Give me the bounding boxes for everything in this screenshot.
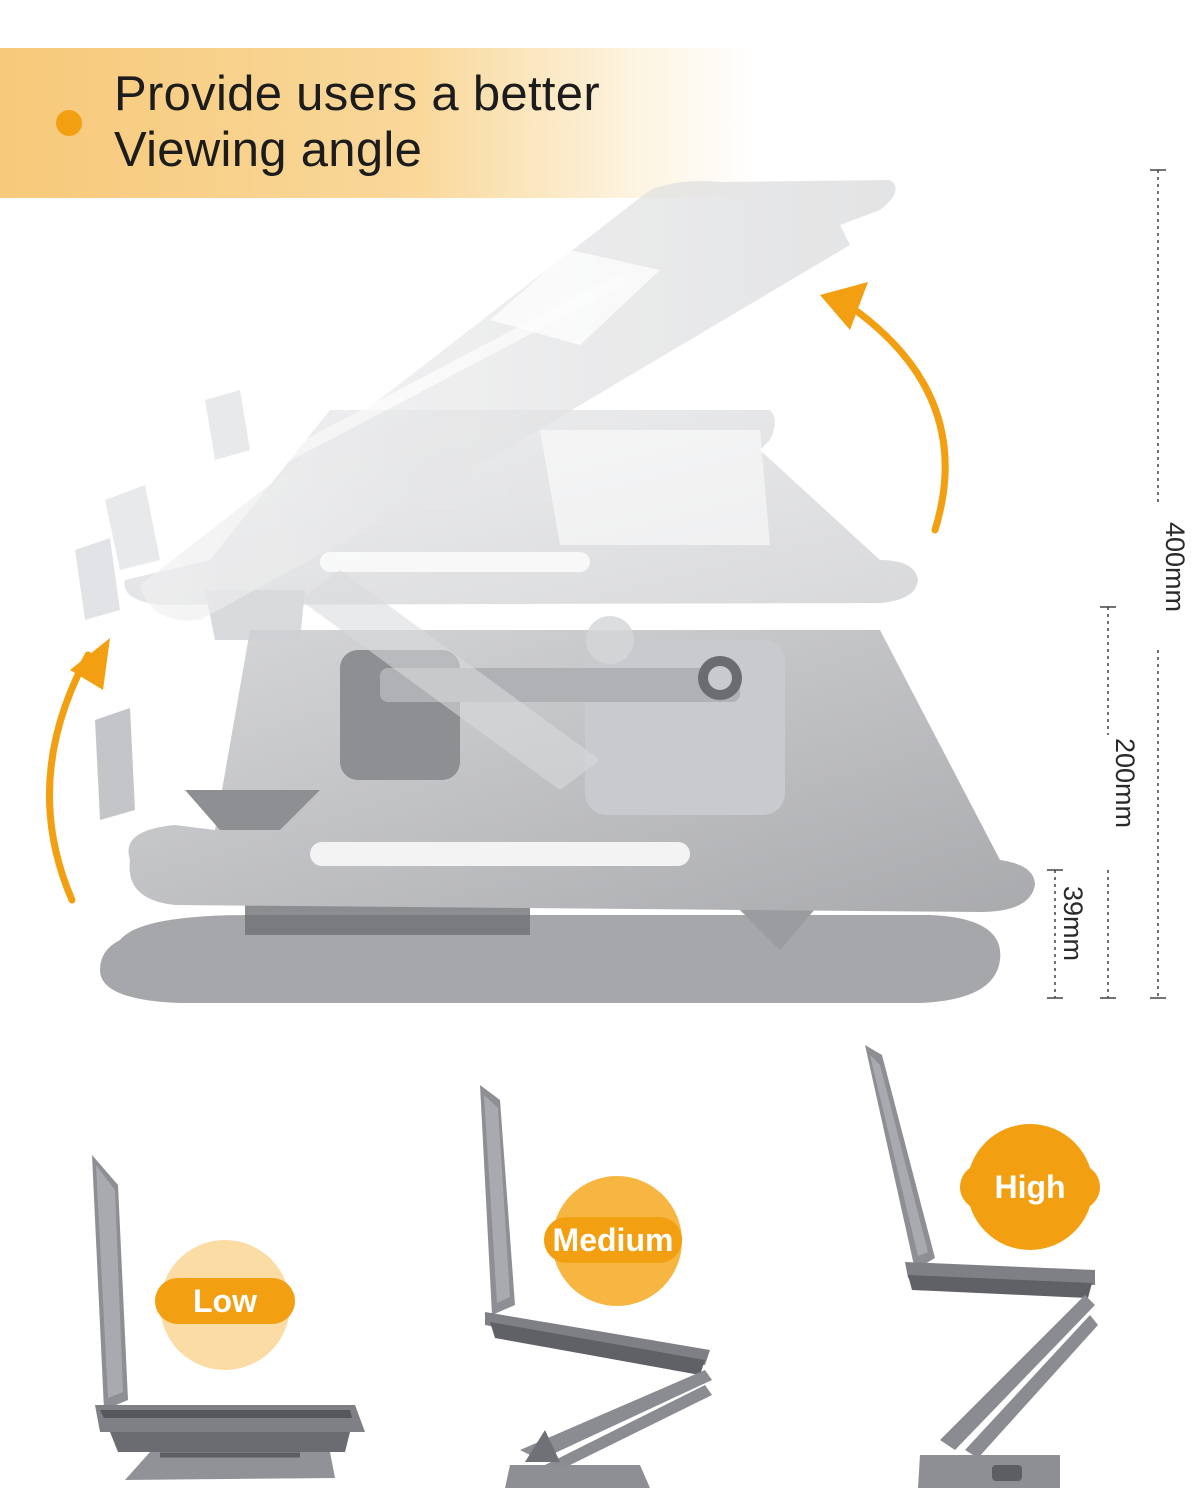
bullet-dot-icon: [56, 110, 82, 136]
curved-up-arrow-icon: [820, 282, 949, 534]
laptop-high-position: [865, 1045, 1098, 1488]
header-banner: Provide users a better Viewing angle: [0, 48, 760, 198]
stand-top-plate: [105, 180, 896, 790]
level-medium-badge: Medium: [544, 1217, 682, 1263]
level-low-badge: Low: [155, 1278, 295, 1324]
level-high-badge: High: [960, 1164, 1100, 1210]
laptop-medium-position: [480, 1085, 712, 1488]
dimension-line-200mm: [1100, 606, 1116, 999]
laptop-low-position: [92, 1155, 365, 1480]
banner-title-line-2: Viewing angle: [114, 123, 423, 177]
banner-title-line-1: Provide users a better: [114, 67, 600, 121]
dimension-label-middle: 200mm: [1110, 738, 1140, 829]
dimension-label-base: 39mm: [1058, 886, 1088, 962]
dimension-label-total: 400mm: [1160, 522, 1190, 613]
curved-up-arrow-icon: [46, 638, 110, 904]
banner-title: Provide users a better Viewing angle: [114, 66, 600, 178]
dimension-line-400mm: [1150, 169, 1166, 999]
dimension-line-39mm: [1047, 869, 1063, 999]
